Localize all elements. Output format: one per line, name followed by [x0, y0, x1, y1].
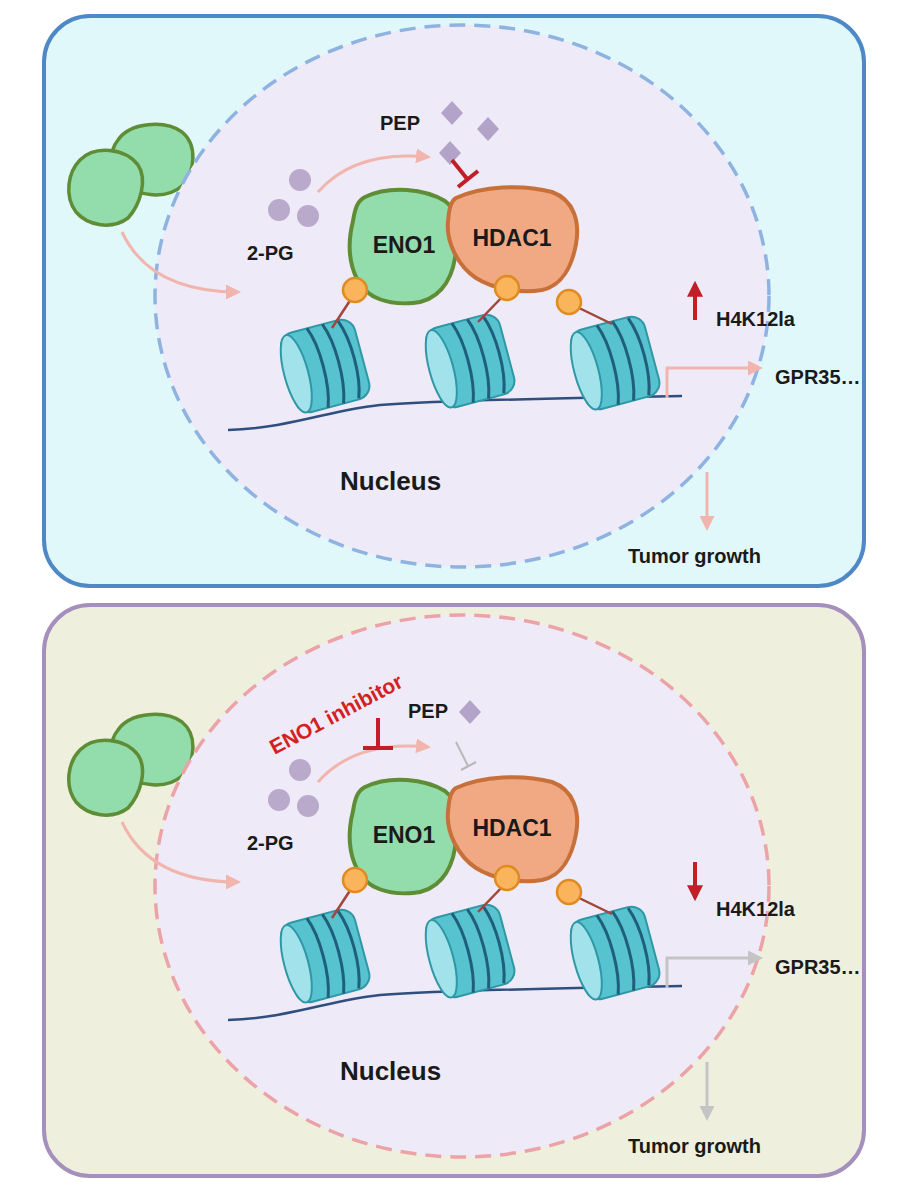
- node-label: Nucleus: [340, 466, 441, 497]
- annotation-label: H4K12la: [716, 898, 795, 920]
- label-holder: HDAC1: [442, 772, 582, 884]
- bottom-panel: [44, 605, 864, 1176]
- label-holder: ENO1: [345, 183, 463, 307]
- outcome-arrow: [706, 472, 709, 528]
- nucleus-ellipse: Nucleus ENO1 HDAC1: [152, 22, 772, 570]
- node-label: Nucleus: [340, 1056, 441, 1087]
- annotation-label: 2-PG: [247, 832, 294, 854]
- protein-blob: [112, 714, 193, 784]
- node-outline: [152, 22, 772, 570]
- node-label: ENO1: [373, 822, 436, 849]
- protein-blob: [69, 740, 143, 815]
- hdac1-protein: HDAC1: [442, 182, 582, 294]
- annotation-label: 2-PG: [247, 242, 294, 264]
- annotation-label: Tumor growth: [628, 545, 761, 567]
- annotation-label: H4K12la: [716, 308, 795, 330]
- top-panel: [44, 16, 864, 586]
- label-holder: HDAC1: [442, 182, 582, 294]
- nucleus-ellipse: Nucleus ENO1 HDAC1: [152, 612, 772, 1160]
- protein-blob: [112, 124, 193, 194]
- node-label: HDAC1: [472, 225, 551, 252]
- node-label: HDAC1: [472, 815, 551, 842]
- annotation-label: PEP: [380, 112, 420, 134]
- node-label: ENO1: [373, 232, 436, 259]
- node-outline: [152, 612, 772, 1160]
- eno1-protein: ENO1: [345, 773, 463, 897]
- annotation-label: GPR35…: [775, 366, 861, 388]
- hdac1-protein: HDAC1: [442, 772, 582, 884]
- annotation-label: PEP: [408, 700, 448, 722]
- label-holder: ENO1: [345, 773, 463, 897]
- annotation-label: Tumor growth: [628, 1135, 761, 1157]
- annotation-label: GPR35…: [775, 956, 861, 978]
- protein-blob: [69, 150, 143, 225]
- eno1-protein: ENO1: [345, 183, 463, 307]
- outcome-arrow: [706, 1062, 709, 1118]
